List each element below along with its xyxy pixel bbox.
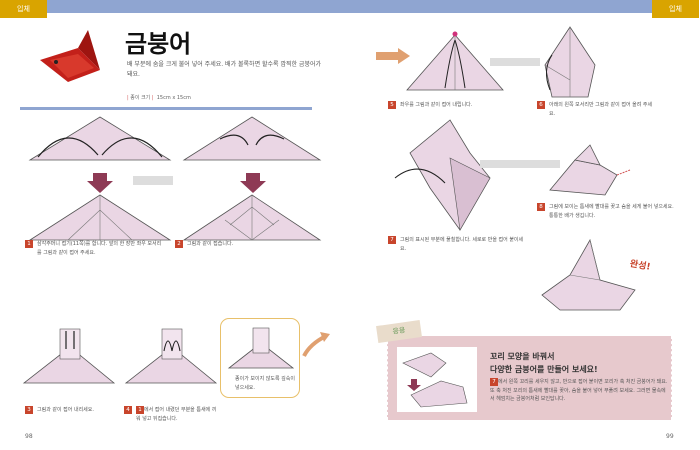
step-text: 삼각주머니 접기(11쪽)를 합니다. 앞의 한 장만 좌우 모서리를 그림과 … <box>37 241 162 256</box>
entry-arrow-icon <box>376 48 410 64</box>
step-text: 그림과 같이 접어 내리세요. <box>37 407 94 413</box>
tip-text-body: 에서 왼쪽 꼬리를 세우지 않고, 반으로 접어 붙이면 꼬리가 축 처진 금붕… <box>490 379 668 402</box>
step-1-diagram <box>28 116 172 241</box>
step-text: 그림과 같이 접습니다. <box>187 241 234 247</box>
step-number: 8 <box>537 203 545 211</box>
note-box: 종이가 보이지 않도록 깊숙이 넣으세요. <box>220 318 300 398</box>
step-6-diagram <box>544 26 596 98</box>
connector-bar <box>490 58 540 66</box>
step-8-caption: 8 그림에 보이는 틈새에 빨대를 꽂고 숨을 세게 불어 넣으세요. 통통한 배… <box>537 203 677 221</box>
tip-heading-line-1: 꼬리 모양을 바꿔서 <box>490 352 555 361</box>
step-number: 1 <box>25 240 33 248</box>
step-number: 2 <box>175 240 183 248</box>
page-title: 금붕어 <box>125 30 192 58</box>
connector-bar <box>133 176 173 185</box>
step-number: 4 <box>124 406 132 414</box>
step-text: 그림의 표시된 부분에 풀칠합니다. 세로로 반을 접어 붙이세요. <box>400 237 524 252</box>
step-text: 아래의 왼쪽 모서리만 그림과 같이 접어 올려 주세요. <box>549 102 653 117</box>
step-number: 7 <box>388 236 396 244</box>
connector-bar <box>480 160 560 168</box>
step-3-diagram <box>22 328 116 384</box>
section-tab-left: 입체 <box>0 0 47 18</box>
paper-size-label: 종이 크기 <box>130 95 151 101</box>
intro-description: 배 부분에 숨을 크게 불어 넣어 주세요. 배가 볼록하면 할수록 깜찍한 금… <box>127 61 322 78</box>
step-number: 5 <box>388 101 396 109</box>
paper-size-value: 15cm x 15cm <box>156 95 191 101</box>
step-text-body: 에서 접어 내렸던 부분을 틈새에 끼워 넣고 뒤집습니다. <box>136 407 217 422</box>
step-number: 6 <box>537 101 545 109</box>
header-bar <box>47 0 652 13</box>
tip-heading-line-2: 다양한 금붕어를 만들어 보세요! <box>490 365 598 374</box>
step-1-caption: 1 삼각주머니 접기(11쪽)를 합니다. 앞의 한 장만 좌우 모서리를 그림과… <box>25 240 165 258</box>
section-tab-right: 입체 <box>652 0 699 18</box>
page-number-right: 99 <box>666 433 674 440</box>
step-2-caption: 2 그림과 같이 접습니다. <box>175 240 315 249</box>
step-7-diagram <box>394 119 491 231</box>
goldfish-photo <box>40 30 100 82</box>
step-text: 그림에 보이는 틈새에 빨대를 꽂고 숨을 세게 불어 넣으세요. 통통한 배가… <box>549 204 674 219</box>
note-diagram <box>227 327 295 369</box>
step-text: 좌우를 그림과 같이 접어 내립니다. <box>400 102 473 108</box>
step-5-caption: 5 좌우를 그림과 같이 접어 내립니다. <box>388 101 528 110</box>
page-number-left: 98 <box>25 433 33 440</box>
next-page-arrow-icon <box>302 332 330 357</box>
step-2-diagram <box>182 116 322 241</box>
finished-goldfish-diagram <box>541 238 636 311</box>
step-6-caption: 6 아래의 왼쪽 모서리만 그림과 같이 접어 올려 주세요. <box>537 101 657 119</box>
step-7-caption: 7 그림의 표시된 부분에 풀칠합니다. 세로로 반을 접어 붙이세요. <box>388 236 528 254</box>
tip-image <box>397 347 477 412</box>
step-ref: 7 <box>490 378 498 386</box>
step-ref: 1 <box>136 406 144 414</box>
paper-size: | 종이 크기 | 15cm x 15cm <box>127 95 191 101</box>
note-text: 종이가 보이지 않도록 깊숙이 넣으세요. <box>235 376 295 391</box>
step-8-diagram <box>549 144 631 196</box>
step-4-diagram <box>124 328 218 384</box>
divider <box>20 107 312 110</box>
step-5-diagram <box>406 31 504 91</box>
step-3-caption: 3 그림과 같이 접어 내리세요. <box>25 406 120 415</box>
step-number: 3 <box>25 406 33 414</box>
tip-diagram <box>402 352 468 408</box>
